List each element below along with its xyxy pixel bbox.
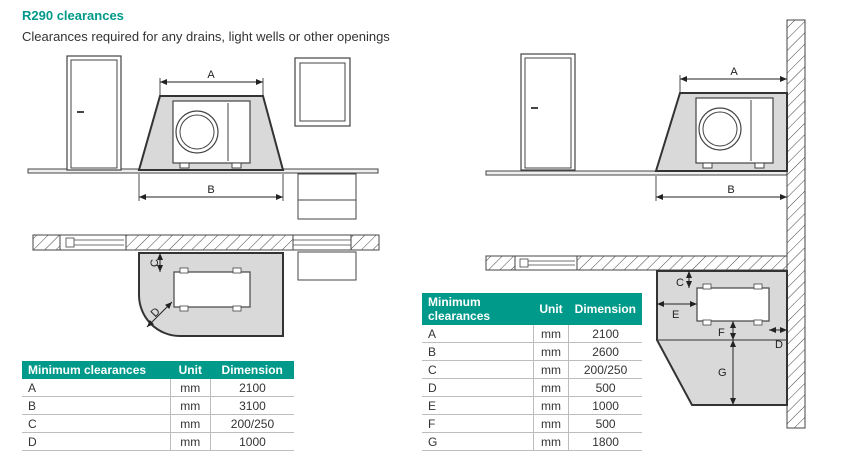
table-row: D mm 1000 [22,432,294,451]
table-cell: B [422,342,534,361]
dim-label-f-right: F [718,327,725,339]
table-row: A mm 2100 [422,325,642,343]
table-row: A mm 2100 [22,379,294,397]
table-cell: mm [532,342,570,361]
dim-label-a-left: A [207,69,215,81]
left-plan: C D [32,234,380,337]
table1-header-unit: Unit [170,361,211,379]
table-cell: mm [532,396,570,415]
table-cell: 1800 [568,432,642,451]
table-cell: mm [169,432,211,451]
table-cell: 200/250 [210,414,294,433]
heat-pump-plan-left [173,271,251,308]
table-cell: G [422,432,534,451]
table-row: E mm 1000 [422,396,642,415]
table-cell: 1000 [568,396,642,415]
table-row: B mm 2600 [422,342,642,361]
table-cell: mm [169,414,211,433]
dim-label-e-right: E [672,309,679,321]
table-row: F mm 500 [422,414,642,433]
left-elevation: A B [27,55,379,220]
table-row: C mm 200/250 [22,414,294,433]
table1-header-clearance: Minimum clearances [22,361,171,379]
table-cell: mm [169,396,211,415]
dim-label-a-right: A [730,66,738,78]
dim-label-c-right: C [676,277,684,289]
dim-label-c-left: C [149,259,161,267]
door-icon [66,55,122,171]
heat-pump-unit-right [695,97,774,169]
table-cell: B [22,396,171,415]
table-row: D mm 500 [422,378,642,397]
table-cell: mm [532,432,570,451]
table-cell: 3100 [210,396,294,415]
table-cell: 2600 [568,342,642,361]
clearance-table-left: Minimum clearances Unit Dimension A mm 2… [22,361,294,451]
table-row: G mm 1800 [422,432,642,451]
table-cell: mm [169,379,211,397]
table-cell: D [422,378,534,397]
table-cell: C [422,360,534,379]
clearance-table-right: Minimum clearances Unit Dimension A mm 2… [422,293,642,451]
table2-header-clearance: Minimum clearances [422,293,534,325]
door-icon-right [520,53,576,171]
table-row: C mm 200/250 [422,360,642,379]
heat-pump-plan-right [696,287,770,322]
table2-header-unit: Unit [533,293,569,325]
right-plan: C E F D G [485,255,788,406]
table-cell: C [22,414,171,433]
page-title: R290 clearances [22,8,124,23]
table-cell: 500 [568,378,642,397]
heat-pump-unit-left [172,100,251,169]
table-cell: mm [532,360,570,379]
dim-label-b-right: B [727,184,734,196]
table1-header-dimension: Dimension [210,361,294,379]
table-cell: mm [532,378,570,397]
table-cell: 1000 [210,432,294,451]
table2-header-dimension: Dimension [568,293,642,325]
table-cell: F [422,414,534,433]
right-elevation: A B [485,19,806,429]
light-well-left [297,173,357,220]
table-cell: 2100 [210,379,294,397]
dim-label-d-right: D [775,339,783,351]
table-cell: D [22,432,171,451]
table-row: B mm 3100 [22,396,294,415]
table-cell: 200/250 [568,360,642,379]
table-cell: A [422,325,534,343]
table-cell: mm [532,325,570,343]
table-cell: 500 [568,414,642,433]
dim-label-b-left: B [207,184,214,196]
table-cell: E [422,396,534,415]
table-cell: 2100 [568,325,642,343]
window-icon [294,57,351,127]
table-cell: A [22,379,171,397]
table-cell: mm [532,414,570,433]
dim-label-g-right: G [718,367,727,379]
page-subtitle: Clearances required for any drains, ligh… [22,29,390,44]
